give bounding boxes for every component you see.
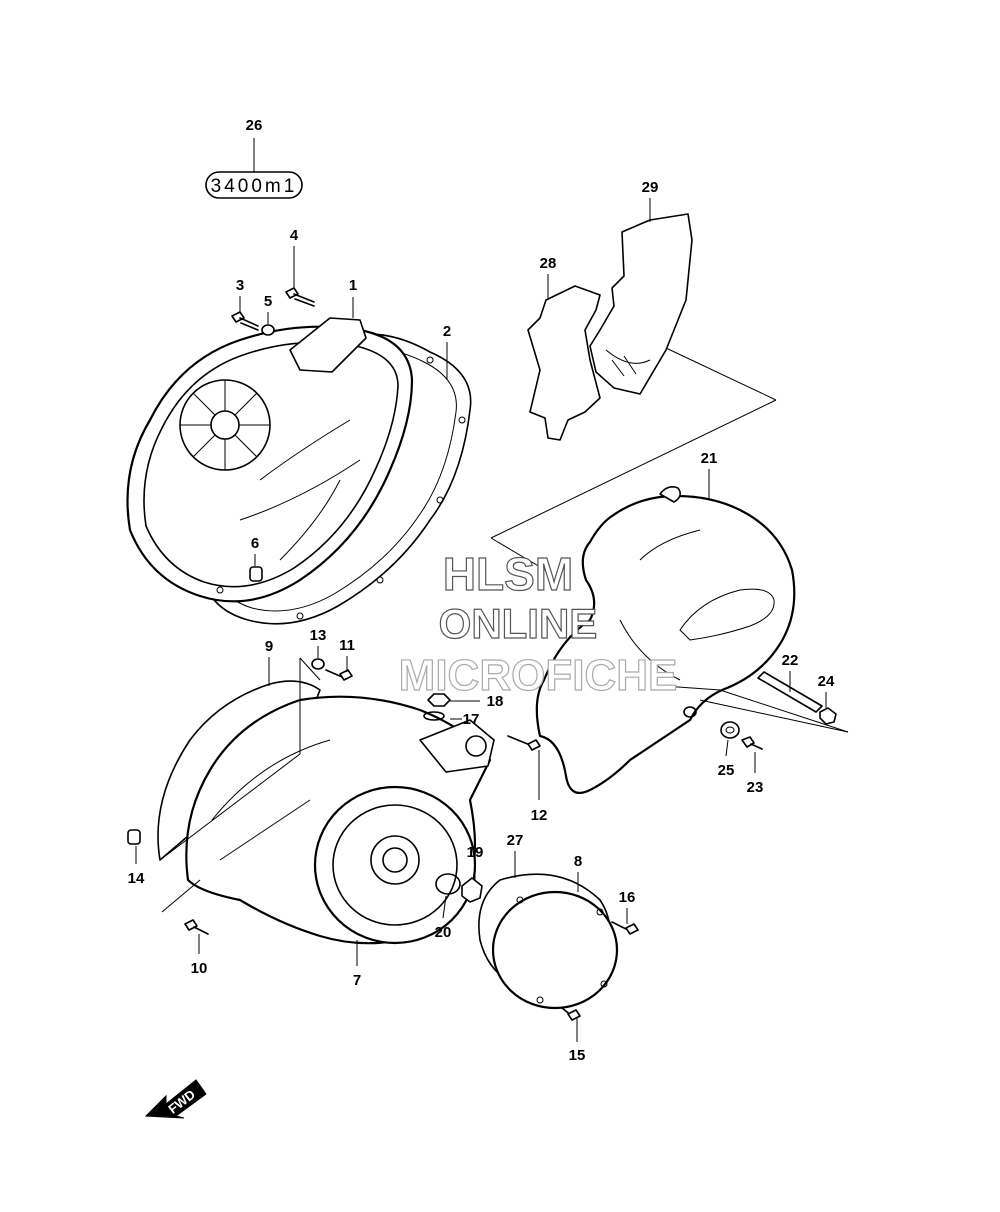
grommet-25 bbox=[720, 721, 740, 739]
callout-label-29: 29 bbox=[642, 179, 659, 196]
callout-label-21: 21 bbox=[701, 450, 718, 467]
callout-label-9: 9 bbox=[265, 638, 273, 655]
bolt-3 bbox=[231, 311, 259, 331]
callout-label-12: 12 bbox=[531, 807, 548, 824]
callout-label-24: 24 bbox=[818, 673, 835, 690]
callout-label-25: 25 bbox=[718, 762, 735, 779]
clutch-cover-assembly bbox=[126, 317, 472, 625]
callout-label-19: 19 bbox=[467, 844, 484, 861]
crankcase-cover-7 bbox=[127, 658, 541, 945]
callout-label-17: 17 bbox=[463, 711, 480, 728]
callout-label-22: 22 bbox=[782, 652, 799, 669]
callout-label-3: 3 bbox=[236, 277, 244, 294]
callout-label-5: 5 bbox=[264, 293, 272, 310]
callout-label-7: 7 bbox=[353, 972, 361, 989]
outer-cover-21 bbox=[535, 486, 796, 794]
callout-label-20: 20 bbox=[435, 924, 452, 941]
watermark-line2: ONLINE bbox=[439, 600, 598, 647]
callout-label-1: 1 bbox=[349, 277, 357, 294]
callout-label-28: 28 bbox=[540, 255, 557, 272]
plate-28 bbox=[527, 285, 601, 441]
bolt-4 bbox=[285, 287, 315, 307]
sealant-label-26: 3400m1 bbox=[205, 138, 303, 199]
watermark-line3: MICROFICHE bbox=[399, 651, 678, 700]
callout-label-10: 10 bbox=[191, 960, 208, 977]
sealant-box-text: 3400m1 bbox=[211, 176, 298, 197]
plate-29 bbox=[589, 213, 693, 395]
callout-label-15: 15 bbox=[569, 1047, 586, 1064]
watermark-line1: HLSM bbox=[443, 548, 573, 600]
bolt-23 bbox=[741, 736, 763, 750]
callout-label-26: 26 bbox=[246, 117, 263, 134]
fwd-arrow: FWD bbox=[144, 1079, 207, 1119]
callout-labels: 1234567891011121314151617181920212223242… bbox=[128, 117, 835, 1064]
callout-label-13: 13 bbox=[310, 627, 327, 644]
washer-5 bbox=[261, 324, 275, 336]
callout-label-16: 16 bbox=[619, 889, 636, 906]
callout-label-23: 23 bbox=[747, 779, 764, 796]
nut-24 bbox=[819, 707, 837, 725]
callout-label-6: 6 bbox=[251, 535, 259, 552]
bolt-16 bbox=[611, 921, 639, 935]
callout-label-18: 18 bbox=[487, 693, 504, 710]
callout-label-11: 11 bbox=[339, 637, 355, 654]
callout-label-2: 2 bbox=[443, 323, 451, 340]
callout-label-8: 8 bbox=[574, 853, 582, 870]
bolt-15 bbox=[561, 1007, 581, 1021]
callout-label-4: 4 bbox=[290, 227, 299, 244]
cover-8 bbox=[491, 890, 619, 1010]
watermark: HLSM ONLINE MICROFICHE bbox=[398, 547, 678, 700]
callout-label-14: 14 bbox=[128, 870, 145, 887]
callout-label-27: 27 bbox=[507, 832, 524, 849]
